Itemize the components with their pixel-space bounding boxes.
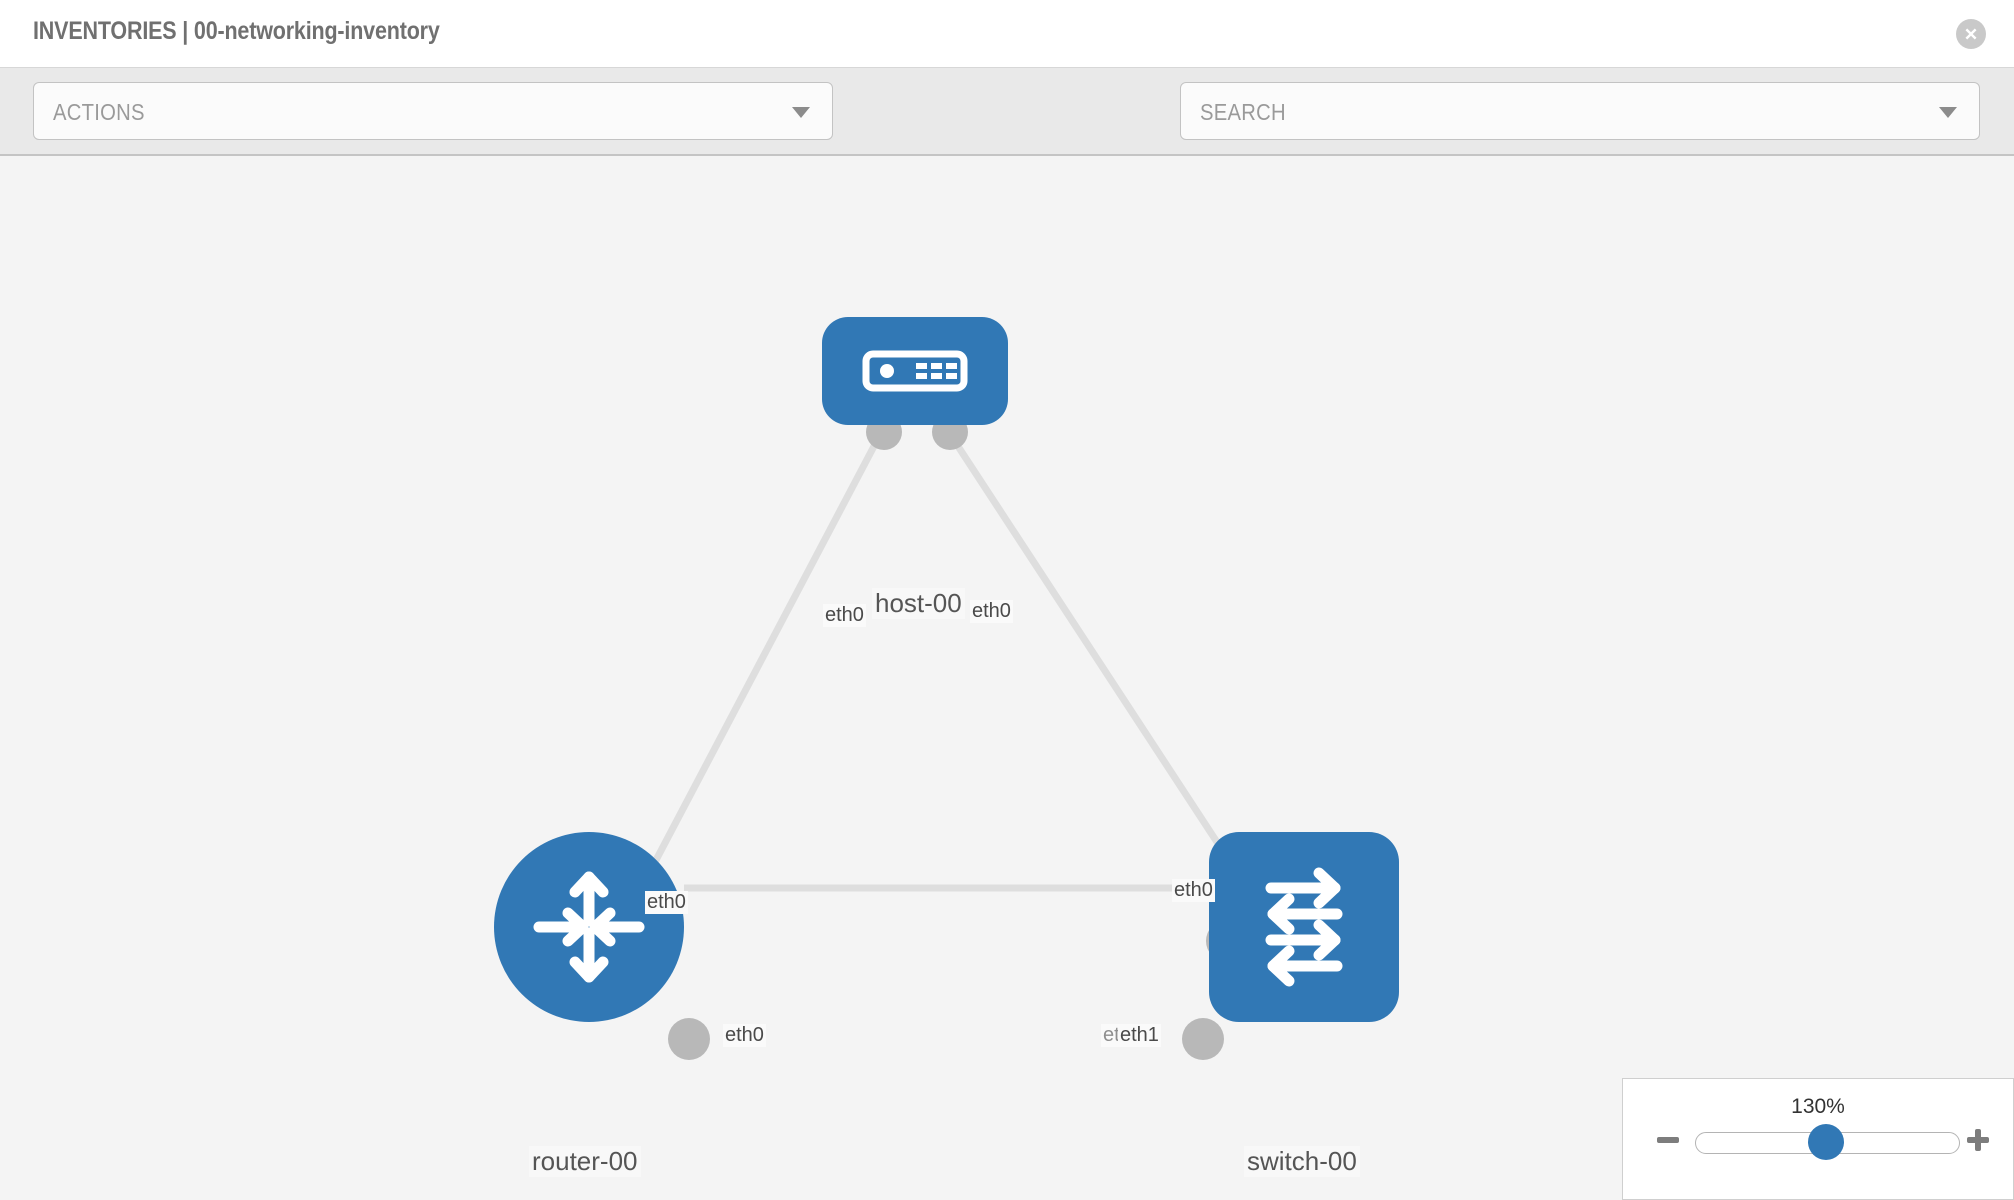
actions-dropdown-label: ACTIONS	[53, 99, 145, 125]
switch-arrows-icon	[1265, 867, 1343, 987]
topology-links	[651, 429, 1233, 892]
port-router-right[interactable]	[668, 1018, 710, 1060]
search-placeholder: SEARCH	[1200, 99, 1286, 125]
port-switch-left[interactable]	[1182, 1018, 1224, 1060]
search-input[interactable]: SEARCH	[1180, 82, 1980, 140]
zoom-percent-label: 130%	[1791, 1095, 1845, 1118]
node-router-00[interactable]	[494, 832, 684, 1022]
node-label-router-00: router-00	[529, 1146, 641, 1177]
zoom-slider-thumb[interactable]	[1808, 1124, 1844, 1160]
page-header: INVENTORIES | 00-networking-inventory	[0, 0, 2014, 68]
link-label-router-top: eth0	[645, 891, 688, 914]
topology-canvas[interactable]: host-00 router-00	[0, 156, 2014, 1200]
zoom-out-button[interactable]	[1653, 1125, 1683, 1155]
node-label-host-00: host-00	[872, 588, 965, 619]
link-label-router-right: eth0	[723, 1024, 766, 1047]
close-icon[interactable]	[1956, 19, 1986, 49]
node-label-switch-00: switch-00	[1244, 1146, 1360, 1177]
toolbar: ACTIONS SEARCH	[0, 68, 2014, 197]
server-icon	[862, 350, 968, 392]
zoom-control: 130%	[1622, 1078, 2014, 1200]
router-arrows-icon	[533, 871, 645, 983]
actions-dropdown[interactable]: ACTIONS	[33, 82, 833, 140]
link-label-host-right: eth0	[970, 600, 1013, 623]
chevron-down-icon	[792, 107, 810, 118]
zoom-in-button[interactable]	[1963, 1125, 1993, 1155]
node-switch-00[interactable]	[1209, 832, 1399, 1022]
page-title: INVENTORIES | 00-networking-inventory	[33, 17, 440, 45]
link-label-switch-left: eth1	[1118, 1024, 1161, 1047]
node-host-00[interactable]	[822, 317, 1008, 425]
link-label-host-left: eth0	[823, 604, 866, 627]
chevron-down-icon[interactable]	[1939, 107, 1957, 118]
link-label-switch-top: eth0	[1172, 879, 1215, 902]
